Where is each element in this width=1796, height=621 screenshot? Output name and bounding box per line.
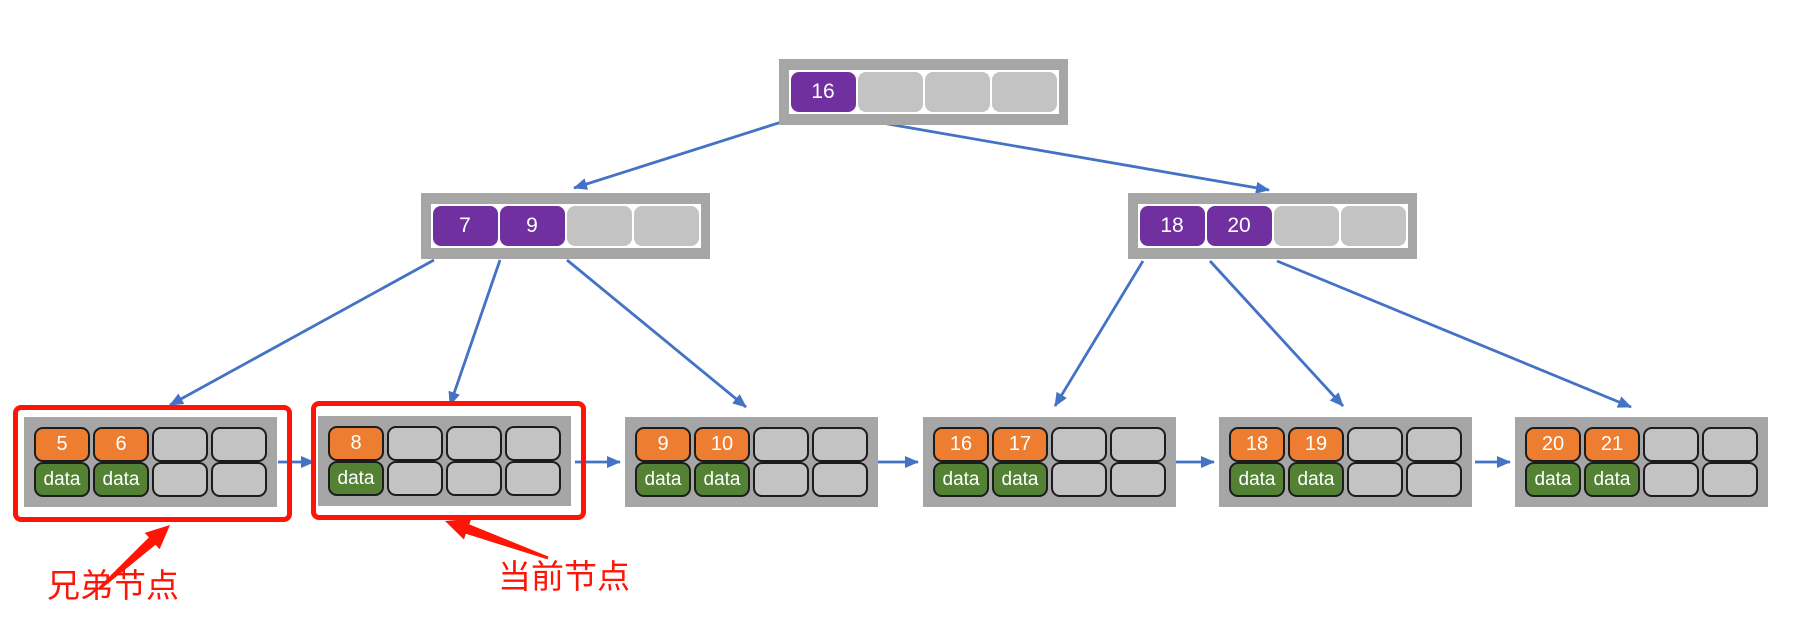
empty-cell [1406,427,1462,462]
edge-root-to-right-child [858,117,1270,194]
data-cell: data [328,461,384,496]
empty-cell [1110,462,1166,497]
data-cell: data [1288,462,1344,497]
empty-cell [1340,206,1406,246]
current-node-label: 当前节点 [498,558,630,595]
key-cell: 9 [499,206,565,246]
edge-right-to-leaf6 [1276,259,1632,409]
key-cell: 21 [1584,427,1640,462]
key-cell: 16 [790,72,856,112]
empty-cell [1406,462,1462,497]
data-cell: data [1525,462,1581,497]
empty-cell [387,461,443,496]
root-node: 16 [779,59,1068,125]
empty-cell [753,462,809,497]
data-cell: data [635,462,691,497]
empty-cell [991,72,1057,112]
data-cell: data [1229,462,1285,497]
empty-cell [152,427,208,462]
empty-cell [1347,462,1403,497]
empty-cell [1051,427,1107,462]
key-cell: 16 [933,427,989,462]
data-cell: data [992,462,1048,497]
empty-cell [211,462,267,497]
empty-cell [812,427,868,462]
edge-left-to-leaf3 [566,258,747,409]
key-cell: 10 [694,427,750,462]
empty-cell [505,461,561,496]
data-cell: data [933,462,989,497]
empty-cell [505,426,561,461]
edge-left-to-leaf1 [169,258,435,407]
edge-right-to-leaf4 [1053,260,1145,407]
empty-cell [753,427,809,462]
internal-cells: 16 [788,70,1059,114]
data-cell: data [34,462,90,497]
key-cell: 18 [1139,206,1205,246]
key-cell: 18 [1229,427,1285,462]
empty-cell [446,426,502,461]
empty-cell [812,462,868,497]
key-cell: 19 [1288,427,1344,462]
empty-cell [857,72,923,112]
key-cell: 7 [432,206,498,246]
key-cell: 8 [328,426,384,461]
empty-cell [633,206,699,246]
sibling-node-label: 兄弟节点 [47,567,179,604]
data-cell: data [694,462,750,497]
empty-cell [1051,462,1107,497]
key-cell: 20 [1525,427,1581,462]
key-cell: 6 [93,427,149,462]
sibling-node-highlight [13,405,292,522]
empty-cell [1347,427,1403,462]
data-cell: data [93,462,149,497]
empty-cell [211,427,267,462]
key-cell: 20 [1206,206,1272,246]
empty-cell [1643,427,1699,462]
key-cell: 17 [992,427,1048,462]
empty-cell [1643,462,1699,497]
empty-cell [152,462,208,497]
empty-cell [1110,427,1166,462]
annotation-arrow-current [445,518,549,560]
empty-cell [1273,206,1339,246]
empty-cell [924,72,990,112]
empty-cell [387,426,443,461]
edge-root-to-left-child [573,117,792,190]
empty-cell [1702,427,1758,462]
edge-right-to-leaf5 [1208,260,1345,407]
empty-cell [566,206,632,246]
edge-left-to-leaf2 [448,259,502,406]
empty-cell [1702,462,1758,497]
empty-cell [446,461,502,496]
key-cell: 9 [635,427,691,462]
data-cell: data [1584,462,1640,497]
current-node-highlight [311,401,586,520]
key-cell: 5 [34,427,90,462]
